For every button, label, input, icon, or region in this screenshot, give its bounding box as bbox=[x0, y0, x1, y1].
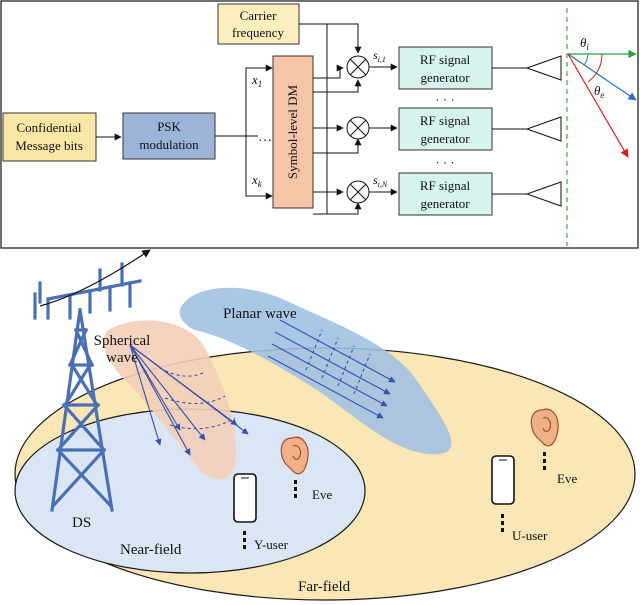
psk-label-2: modulation bbox=[139, 137, 199, 152]
rf-ellipsis-2: · · · bbox=[435, 155, 455, 170]
ds-tower bbox=[33, 262, 142, 512]
transmitter-panel: Confidential Message bits PSK modulation… bbox=[0, 0, 639, 249]
rf-1-label-1: RF signal bbox=[420, 52, 471, 67]
rf-generator-3: RF signal generator bbox=[398, 172, 493, 216]
rf-generator-2: RF signal generator bbox=[398, 107, 493, 151]
mixer-3 bbox=[346, 180, 370, 204]
near-field-label: Near-field bbox=[120, 542, 182, 558]
spherical-wave-arrows bbox=[129, 344, 249, 456]
psk-label-1: PSK bbox=[157, 119, 181, 134]
scene-panel: Eve Y-user Eve U-user Pla bbox=[14, 249, 636, 601]
xk-label: xk bbox=[251, 172, 263, 189]
transmitter-frame bbox=[0, 0, 639, 249]
confidential-box: Confidential Message bits bbox=[2, 112, 97, 162]
confidential-label-2: Message bits bbox=[15, 138, 83, 153]
rf-1-label-2: generator bbox=[420, 70, 470, 85]
psk-box: PSK modulation bbox=[122, 112, 216, 160]
mixer-to-rf-lines bbox=[369, 63, 398, 196]
rf-ellipsis-1: · · · bbox=[435, 92, 455, 107]
spherical-wave-label-1: Spherical bbox=[94, 333, 151, 349]
dm-to-mixer-lines bbox=[313, 64, 362, 215]
u-user-phone-icon bbox=[491, 455, 515, 532]
s-iN-label: si,N bbox=[373, 173, 388, 189]
carrier-label-1: Carrier bbox=[240, 8, 277, 23]
dm-label: Symbol-level DM bbox=[285, 84, 300, 179]
spherical-wave-label-2: wave bbox=[106, 350, 138, 366]
theta-e-arc bbox=[587, 53, 603, 83]
psk-to-dm-lines bbox=[215, 64, 273, 200]
panel-link-arrow bbox=[39, 249, 151, 307]
s-i1-label: si,1 bbox=[373, 48, 386, 64]
planar-wave-arrows bbox=[267, 319, 396, 419]
mixer-2 bbox=[346, 116, 370, 140]
intended-direction-ray bbox=[567, 53, 637, 101]
carrier-box: Carrier frequency bbox=[217, 3, 300, 45]
y-user-label: Y-user bbox=[254, 537, 289, 552]
carrier-lines bbox=[299, 23, 362, 214]
carrier-label-2: frequency bbox=[232, 25, 284, 40]
x-ellipsis: … bbox=[258, 130, 272, 145]
theta-i-label: θi bbox=[580, 35, 589, 52]
theta-e-label: θe bbox=[594, 83, 604, 100]
antenna-3-icon bbox=[525, 181, 562, 207]
rf-generator-1: RF signal generator bbox=[398, 46, 493, 90]
antenna-1-icon bbox=[525, 55, 562, 81]
mixer-1 bbox=[346, 55, 370, 79]
eavesdropper-direction-ray bbox=[567, 53, 629, 158]
eve-near-ear-icon bbox=[280, 436, 309, 498]
rf-3-label-1: RF signal bbox=[420, 178, 471, 193]
ds-label: DS bbox=[72, 515, 91, 531]
eve-far-ear-icon bbox=[530, 408, 559, 470]
y-user-phone-icon bbox=[233, 473, 257, 549]
rf-3-label-2: generator bbox=[420, 196, 470, 211]
planar-wave-label: Planar wave bbox=[223, 306, 297, 322]
antenna-2-icon bbox=[525, 116, 562, 142]
eve-far-label: Eve bbox=[557, 471, 577, 486]
rf-to-antenna-lines bbox=[492, 67, 527, 195]
u-user-label: U-user bbox=[512, 528, 548, 543]
eve-near-label: Eve bbox=[312, 487, 332, 502]
far-field-label: Far-field bbox=[298, 579, 351, 595]
antenna-array bbox=[525, 55, 562, 207]
rf-2-label-1: RF signal bbox=[420, 113, 471, 128]
confidential-label-1: Confidential bbox=[17, 120, 82, 135]
x1-label: x1 bbox=[251, 72, 262, 89]
theta-i-arc bbox=[583, 53, 589, 66]
dm-box: Symbol-level DM bbox=[272, 55, 314, 209]
rf-2-label-2: generator bbox=[420, 131, 470, 146]
